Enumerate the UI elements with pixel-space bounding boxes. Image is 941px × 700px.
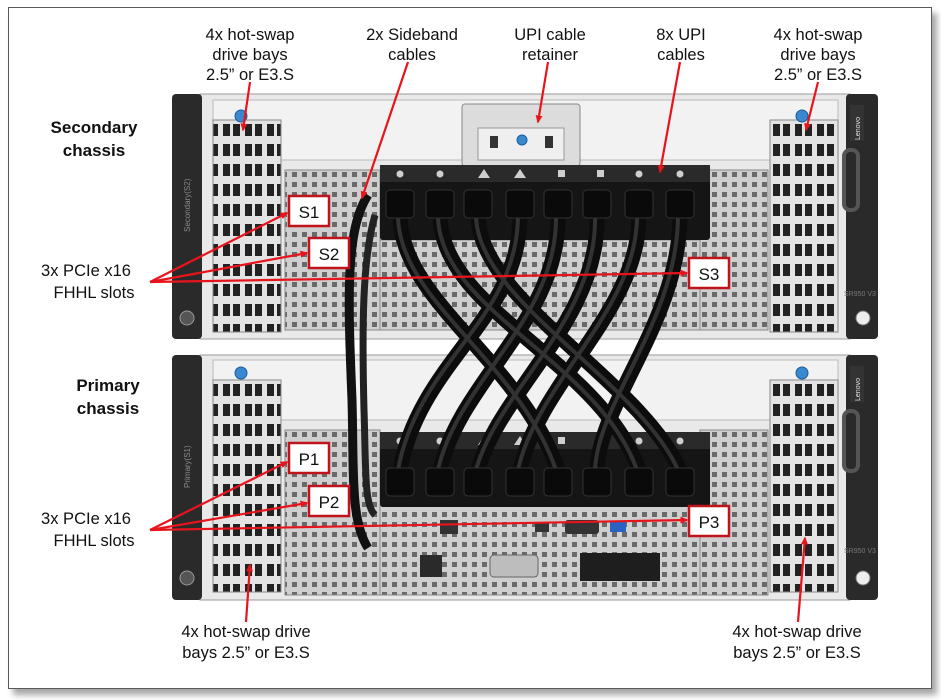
label-upi-2: cables [657,46,705,64]
arrow-bottom-left-bays [244,563,254,623]
vga-port-icon[interactable] [565,520,599,534]
lenovo-text-top: Lenovo [855,117,862,140]
label-primary-chassis-1: Primary [76,376,140,395]
label-top-left-bays-3: 2.5” or E3.S [206,66,294,84]
slot-p2-label: P2 [319,493,340,512]
slot-s3-label: S3 [699,265,720,284]
label-top-right-bays-1: 4x hot-swap [774,26,863,44]
lenovo-badge-bottom [850,366,864,402]
arrow-p2 [149,500,309,532]
release-latch-icon[interactable] [795,109,809,123]
slot-p1-box [287,441,331,475]
rear-io-panel [379,504,701,596]
arrow-s2 [149,250,309,284]
label-bottom-right-bays-1: 4x hot-swap drive [732,623,861,641]
ocp-slot[interactable] [580,553,660,581]
label-pcie-primary-1: 3x PCIe x16 [41,510,131,528]
label-sideband-2: cables [388,46,436,64]
lenovo-text-bottom: Lenovo [855,378,862,401]
arrow-top-right-bays [804,81,820,132]
pcie-area-top-right [699,169,769,331]
left-rack-ear-top [172,94,202,339]
arrow-bottom-right-bays [796,536,808,623]
upi-cable-assembly [344,165,710,551]
thumbscrew-icon[interactable] [179,570,195,586]
secondary-ear-text: Secondary(S2) [183,178,192,232]
thumbscrew-icon[interactable] [179,310,195,326]
slot-s3-box [687,256,731,290]
sideband-cable-1 [344,192,372,551]
arrow-retainer [535,61,550,124]
label-upi-1: 8x UPI [656,26,706,44]
slot-s2-box [307,236,351,270]
arrow-p3 [149,516,689,532]
label-bottom-right-bays-2: bays 2.5” or E3.S [733,644,860,662]
label-bottom-left-bays-1: 4x hot-swap drive [181,623,310,641]
power-button-icon[interactable] [420,555,442,577]
drive-bay-cage-bottom-left[interactable] [212,379,282,593]
right-rack-ear-top [846,94,878,339]
arrow-s1 [149,212,289,283]
serial-port-icon[interactable] [489,554,539,578]
primary-ear-text: Primary(S1) [183,445,192,488]
thumbscrew-icon[interactable] [855,310,871,326]
right-rack-ear-bottom [846,355,878,600]
drive-bay-cage-top-left[interactable] [212,119,282,333]
arrow-s3 [149,269,689,284]
release-latch-icon[interactable] [516,134,528,146]
handle-icon[interactable] [842,409,860,473]
arrow-top-left-bays [240,81,252,132]
arrow-sideband [360,61,410,200]
label-pcie-secondary-2: FHHL slots [54,284,135,302]
handle-icon[interactable] [842,148,860,212]
left-rack-ear-bottom [172,355,202,600]
arrow-p1 [149,461,289,531]
slot-labels: S1 S2 S3 P1 P2 P3 [287,194,731,538]
arrow-upi-cables [657,61,682,174]
label-retainer-2: retainer [522,46,578,64]
label-top-right-bays-2: drive bays [780,46,855,64]
slot-p3-box [687,504,731,538]
label-top-left-bays-2: drive bays [212,46,287,64]
label-secondary-chassis-2: chassis [63,141,125,160]
label-pcie-primary-2: FHHL slots [54,532,135,550]
release-latch-icon[interactable] [234,366,248,380]
release-latch-icon[interactable] [795,366,809,380]
slot-s1-box [287,194,331,228]
sideband-cable-2 [359,214,379,518]
slot-p3-label: P3 [699,513,720,532]
slot-p1-label: P1 [299,450,320,469]
label-sideband-1: 2x Sideband [366,26,458,44]
label-secondary-chassis-1: Secondary [51,118,138,137]
label-retainer-1: UPI cable [514,26,586,44]
label-primary-chassis-2: chassis [77,399,139,418]
lenovo-badge-top [850,105,864,141]
ethernet-port-icon[interactable] [440,520,458,534]
label-top-left-bays-1: 4x hot-swap [206,26,295,44]
drive-bay-cage-top-right[interactable] [769,119,839,333]
label-top-right-bays-3: 2.5” or E3.S [774,66,862,84]
slot-s2-label: S2 [319,245,340,264]
usb-port-icon[interactable] [535,522,549,532]
model-label-bottom: SR950 V3 [844,548,876,555]
usb3-port-icon[interactable] [610,522,626,532]
callout-arrows [149,61,820,623]
thumbscrew-icon[interactable] [855,570,871,586]
slot-s1-label: S1 [299,203,320,222]
label-pcie-secondary-1: 3x PCIe x16 [41,262,131,280]
model-label-top: SR950 V3 [844,291,876,298]
callout-labels: 4x hot-swap drive bays 2.5” or E3.S 2x S… [41,26,862,662]
label-bottom-left-bays-2: bays 2.5” or E3.S [182,644,309,662]
slot-p2-box [307,484,351,518]
